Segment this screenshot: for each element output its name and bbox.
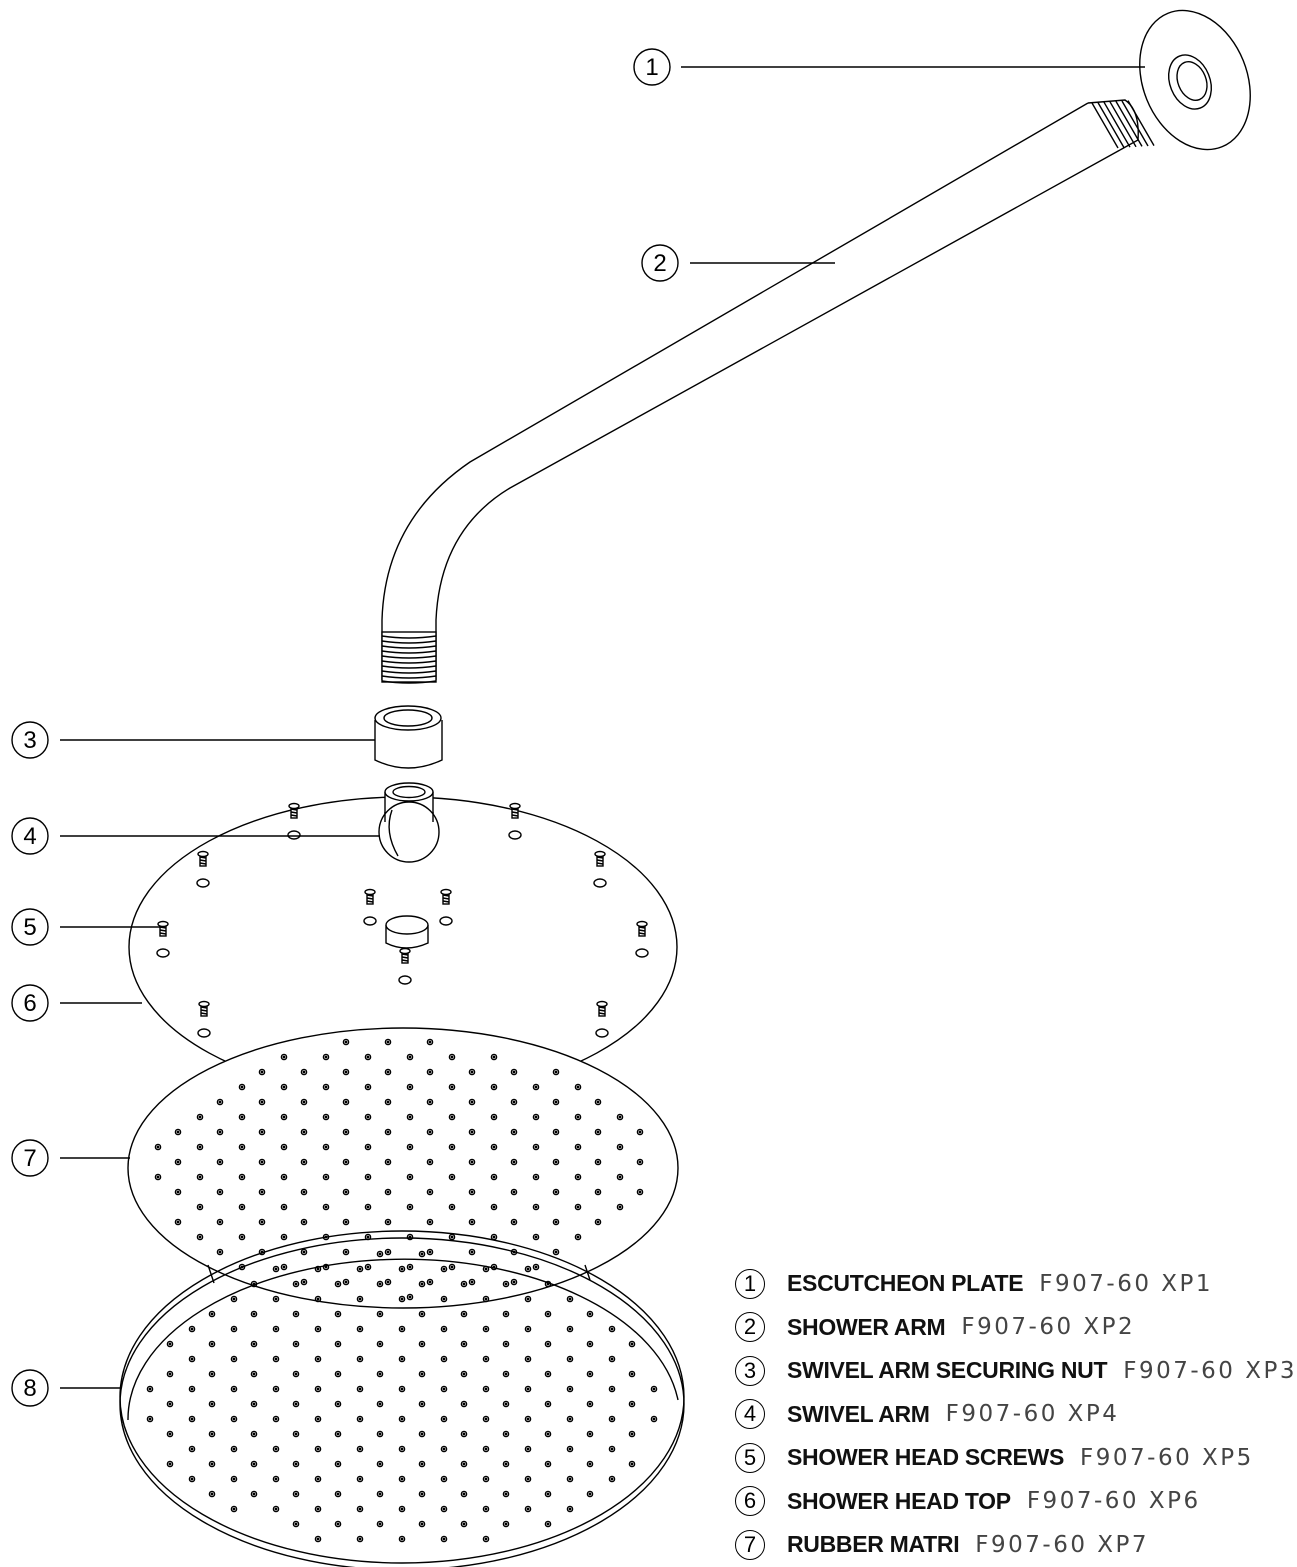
callout-1-number: 1 [645,54,658,81]
callout-3-number: 3 [23,727,36,754]
legend-row-swivel-arm: 4 SWIVEL ARM F907-60 XP4 [735,1393,1255,1437]
escutcheon-plate [1139,9,1251,151]
legend-number: 6 [735,1486,765,1517]
callout-2-number: 2 [653,250,666,277]
legend-row-shower-arm: 2 SHOWER ARM F907-60 XP2 [735,1306,1255,1350]
legend-part-name: SHOWER HEAD SCREWS [787,1444,1065,1471]
legend-part-code: F907-60 XP3 [1123,1357,1297,1384]
legend-row-head-top: 6 SHOWER HEAD TOP F907-60 XP6 [735,1480,1255,1524]
swivel-arm-securing-nut [374,705,443,769]
legend-part-name: SHOWER HEAD TOP [787,1487,1011,1514]
parts-legend: 1 ESCUTCHEON PLATE F907-60 XP1 2 SHOWER … [735,1262,1295,1567]
leader-lines [60,66,1145,1389]
swivel-arm [378,782,440,863]
callout-5: 5 [11,908,49,946]
legend-part-name: SWIVEL ARM SECURING NUT [787,1357,1108,1384]
shower-arm [381,99,1155,684]
legend-number: 4 [735,1399,765,1430]
callout-3: 3 [11,721,49,759]
callout-7-number: 7 [23,1145,36,1172]
legend-number: 7 [735,1529,765,1560]
legend-part-name: SHOWER ARM [787,1313,946,1340]
callout-6-number: 6 [23,990,36,1017]
legend-part-code: F907-60 XP5 [1080,1444,1254,1471]
callout-8: 8 [11,1369,49,1407]
callout-4: 4 [11,817,49,855]
legend-row-rubber-matri: 7 RUBBER MATRI F907-60 XP7 [735,1523,1255,1567]
callout-5-number: 5 [23,914,36,941]
legend-part-name: SWIVEL ARM [787,1400,930,1427]
callout-6: 6 [11,984,49,1022]
legend-part-code: F907-60 XP2 [961,1314,1136,1341]
legend-row-head-screws: 5 SHOWER HEAD SCREWS F907-60 XP5 [735,1436,1255,1480]
legend-part-code: F907-60 XP6 [1026,1488,1201,1515]
legend-number: 3 [735,1355,765,1386]
callout-2: 2 [641,244,679,282]
legend-part-code: F907-60 XP7 [975,1531,1150,1558]
legend-part-name: RUBBER MATRI [787,1531,960,1558]
shower-head-face [119,1230,685,1567]
callout-7: 7 [11,1139,49,1177]
callout-8-number: 8 [23,1375,36,1402]
legend-part-code: F907-60 XP1 [1039,1270,1214,1297]
legend-number: 1 [735,1268,765,1299]
legend-row-escutcheon-plate: 1 ESCUTCHEON PLATE F907-60 XP1 [735,1262,1255,1306]
legend-number: 2 [735,1312,765,1343]
legend-part-name: ESCUTCHEON PLATE [787,1270,1024,1297]
callout-4-number: 4 [23,823,36,850]
rubber-matrix [127,1027,679,1309]
legend-number: 5 [735,1442,765,1473]
exploded-parts-diagram: 1 2 3 4 5 6 7 8 [11,9,1251,1567]
callout-1: 1 [633,48,671,86]
legend-part-code: F907-60 XP4 [945,1401,1120,1428]
legend-row-securing-nut: 3 SWIVEL ARM SECURING NUT F907-60 XP3 [735,1349,1295,1393]
